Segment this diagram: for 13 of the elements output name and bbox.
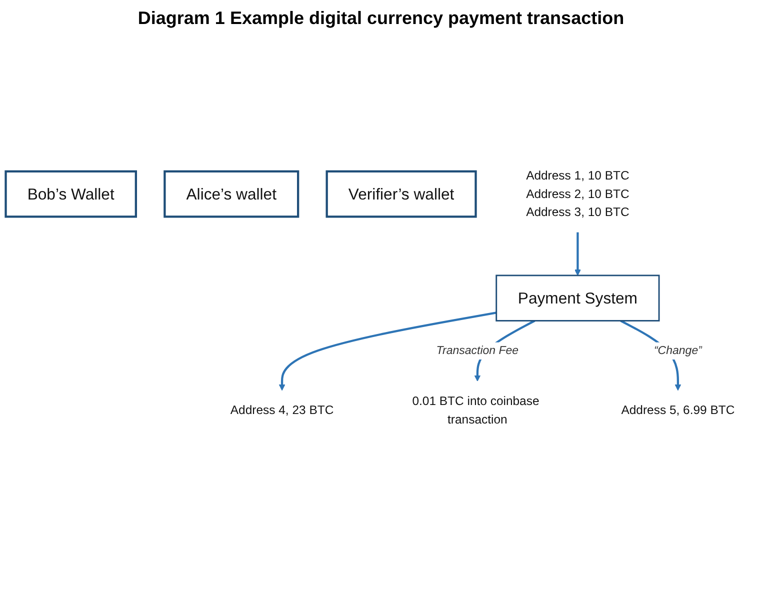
node-box: Payment System [496, 275, 660, 322]
node-text: Address 1, 10 BTC Address 2, 10 BTC Address 3, 10 BTC [526, 169, 630, 220]
diagram-title: Diagram 1 Example digital currency payment transaction [136, 8, 626, 29]
node-box: Verifier’s wallet [326, 170, 477, 218]
node-text: Address 5, 6.99 BTC [621, 404, 735, 418]
node-box: Alice’s wallet [164, 170, 300, 218]
node-box: Bob’s Wallet [4, 170, 137, 218]
edge-label: Transaction Fee [436, 344, 519, 358]
arrow [278, 312, 497, 392]
arrow [574, 232, 581, 276]
node-text: Address 4, 23 BTC [230, 404, 334, 418]
node-text: 0.01 BTC into coinbase transaction [412, 394, 540, 426]
edge-label: “Change” [654, 344, 702, 358]
